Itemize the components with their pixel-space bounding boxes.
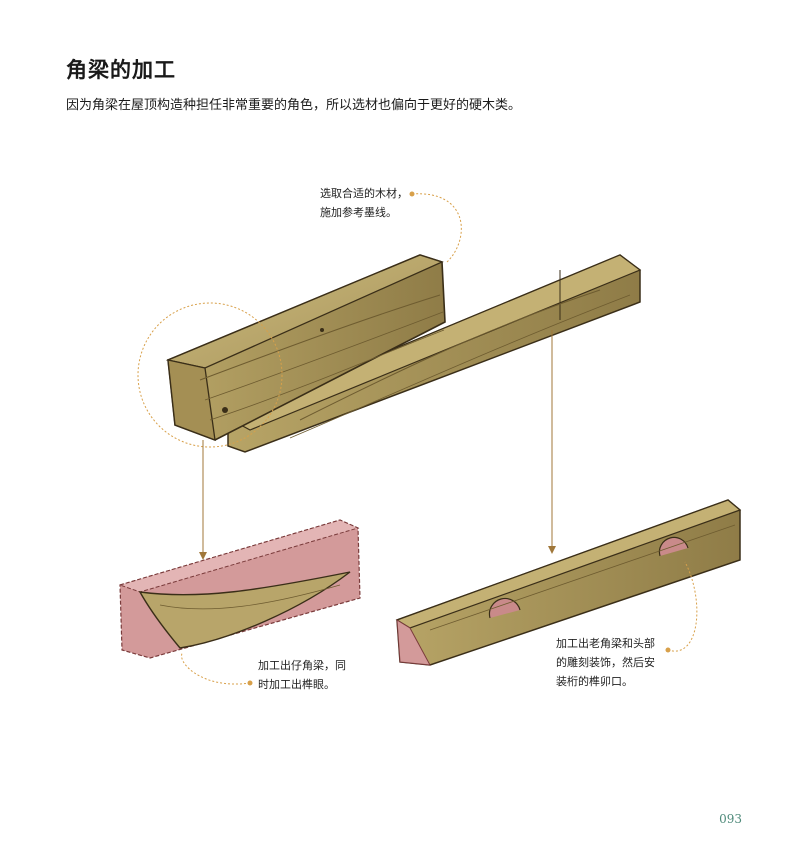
long-timber <box>226 254 642 453</box>
raw-timber-block <box>165 254 446 441</box>
callout-line: 时加工出榫眼。 <box>258 678 335 691</box>
callout-line: 装桁的榫卯口。 <box>556 675 633 688</box>
old-corner-beam <box>395 499 742 666</box>
callout-old-beam: 加工出老角梁和头部 的雕刻装饰，然后安 装桁的榫卯口。 <box>556 634 655 691</box>
page-title: 角梁的加工 <box>66 58 176 82</box>
intro-text: 因为角梁在屋顶构造种担任非常重要的角色，所以选材也偏向于更好的硬木类。 <box>66 98 522 113</box>
callout-line: 加工出仔角梁，同 <box>258 659 346 672</box>
callout-select-wood: 选取合适的木材， 施加参考墨线。 <box>320 184 408 222</box>
page-number: 093 <box>719 812 742 826</box>
flow-arrows <box>199 330 556 560</box>
callout-small-beam: 加工出仔角梁，同 时加工出榫眼。 <box>258 656 346 694</box>
callout-line: 的雕刻装饰，然后安 <box>556 656 655 669</box>
highlight-circle <box>137 302 283 448</box>
callout-line: 加工出老角梁和头部 <box>556 637 655 650</box>
small-corner-beam <box>118 519 361 659</box>
callout-line: 施加参考墨线。 <box>320 206 397 219</box>
callout-line: 选取合适的木材， <box>320 187 408 200</box>
leader-lines <box>181 191 698 686</box>
